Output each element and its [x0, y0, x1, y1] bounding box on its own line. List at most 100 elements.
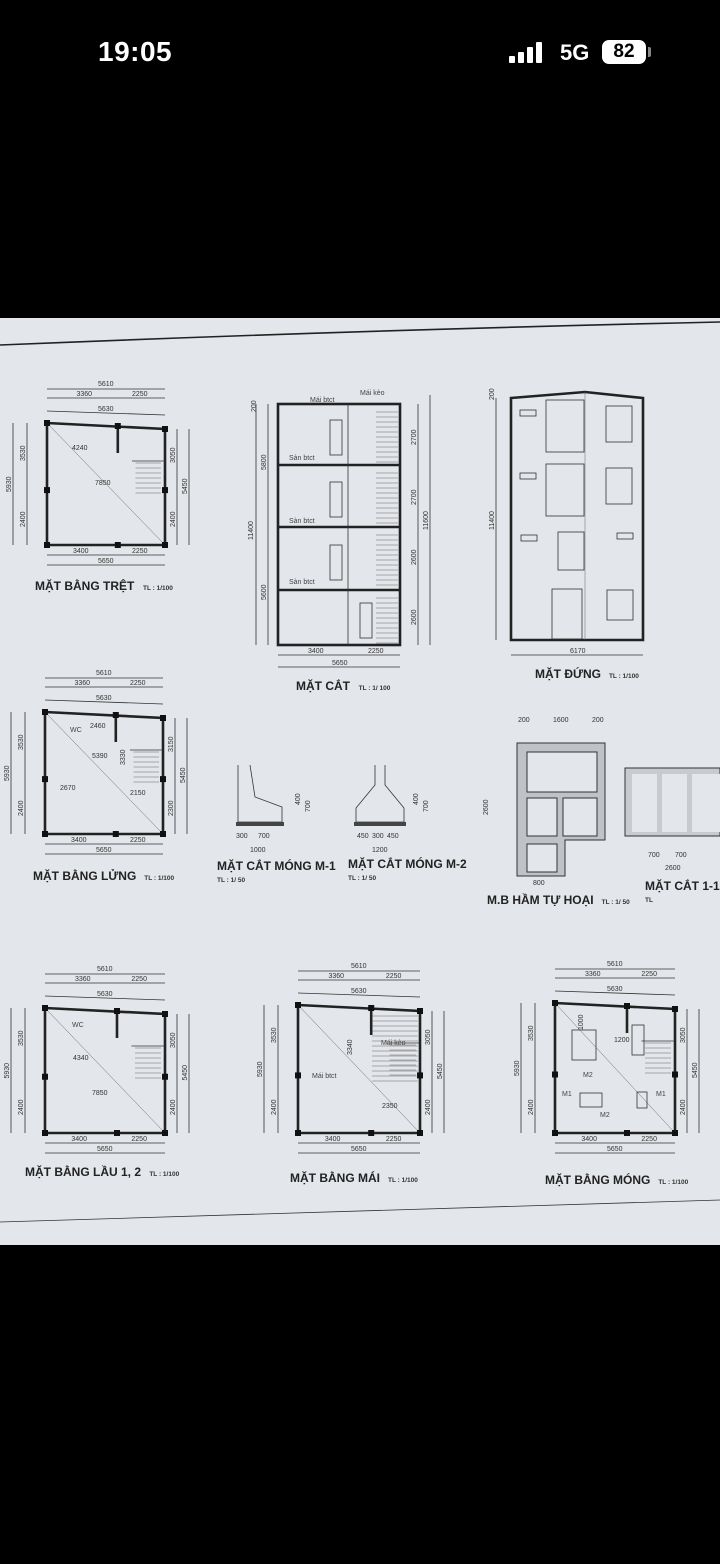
- footing-profile: [237, 764, 283, 823]
- chamber-3: [562, 797, 598, 837]
- dimension-label: 2400: [18, 1099, 25, 1115]
- drawing-title: MẶT ĐỨNG: [535, 666, 601, 681]
- dimension-label: 5930: [4, 1063, 11, 1079]
- footing-m1: [636, 1091, 648, 1109]
- dimension-label: 3400: [71, 837, 87, 844]
- dimension-label: 5630: [96, 695, 112, 702]
- column: [114, 1008, 120, 1014]
- dimension-label: 5610: [351, 963, 367, 970]
- dimension-label: 1200: [614, 1037, 630, 1044]
- column: [42, 831, 48, 837]
- dimension-label: 2700: [411, 429, 418, 445]
- dimension-label: 5630: [607, 986, 623, 993]
- column: [672, 1071, 678, 1078]
- column: [552, 1071, 558, 1078]
- drawing-title: MẶT CẮT: [296, 678, 351, 693]
- column: [672, 1130, 678, 1136]
- footing-m1-title: MẶT CẮT MÓNG M-1TL : 1/ 50: [217, 858, 336, 884]
- dimension-label: 5930: [514, 1060, 521, 1076]
- column: [160, 715, 166, 721]
- line: [46, 410, 166, 416]
- battery-icon: 82: [602, 40, 646, 64]
- column: [42, 709, 48, 715]
- line: [554, 990, 676, 996]
- section-1-1-title: MẶT CẮT 1-1TL: [645, 878, 720, 904]
- dimension-label: 2600: [411, 609, 418, 625]
- dimension-label: 2400: [271, 1099, 278, 1115]
- dimension-label: 5450: [182, 1065, 189, 1081]
- dimension-label: 11400: [489, 511, 496, 530]
- dimension-label: 2250: [368, 648, 384, 655]
- dimension-label: 5610: [98, 381, 114, 388]
- dimension-label: 5930: [257, 1061, 264, 1077]
- slab-label: Sàn btct: [289, 518, 315, 525]
- dimension-label: 300: [236, 833, 248, 840]
- column: [162, 487, 168, 494]
- dimension-label: 2600: [483, 799, 490, 815]
- slab-label: Sàn btct: [289, 579, 315, 586]
- line: [297, 1004, 421, 1134]
- dimension-label: 3360: [585, 971, 601, 978]
- scale-label: TL : 1/100: [658, 1179, 688, 1186]
- dimension-label: 4340: [73, 1055, 89, 1062]
- column: [42, 776, 48, 783]
- dimension-label: 450: [387, 833, 399, 840]
- dimension-label: 2400: [18, 800, 25, 816]
- upper-plan-title: MẶT BẰNG LẦU 1, 2 TL : 1/100: [25, 1164, 180, 1179]
- dimension-label: 11600: [423, 511, 430, 530]
- dimension-label: 3400: [581, 1136, 597, 1143]
- window: [605, 405, 633, 443]
- footing-m1: [631, 1024, 645, 1056]
- door: [359, 602, 373, 639]
- drawing-title: MẶT BẰNG LẦU 1, 2: [25, 1164, 141, 1179]
- dimension-label: 5650: [332, 660, 348, 667]
- paper-sheet: [0, 318, 720, 1245]
- dimension-label: 2350: [382, 1103, 398, 1110]
- footing-m2-title: MẶT CẮT MÓNG M-2TL : 1/ 50: [348, 856, 467, 882]
- drawing-title: MẶT CẮT MÓNG M-2: [348, 856, 467, 871]
- dimension-label: 5450: [692, 1062, 699, 1078]
- column: [42, 1005, 48, 1011]
- dimension-label: 2600: [411, 549, 418, 565]
- dimension-label: 5390: [92, 753, 108, 760]
- dimension-label: 5610: [97, 966, 113, 973]
- footing-m2: [571, 1029, 597, 1061]
- footing-label-m1: M1: [656, 1091, 666, 1098]
- dimension-label: 3050: [680, 1027, 687, 1043]
- column: [295, 1002, 301, 1008]
- balcony: [545, 463, 585, 517]
- dimension-label: 1200: [372, 847, 388, 854]
- dimension-label: 300: [372, 833, 384, 840]
- roof-truss-label: Mái kèo: [360, 390, 385, 397]
- scale-label: TL : 1/ 50: [602, 899, 630, 906]
- column: [42, 1073, 48, 1080]
- dimension-label: 1000: [578, 1014, 585, 1030]
- dimension-label: 1000: [250, 847, 266, 854]
- scale-label: TL : 1/ 100: [359, 685, 391, 692]
- dimension-label: 700: [423, 800, 430, 812]
- scale-label: TL: [645, 897, 653, 904]
- dimension-label: 2400: [20, 511, 27, 527]
- column: [114, 423, 121, 429]
- line: [44, 1007, 166, 1134]
- dimension-label: 1600: [553, 717, 569, 724]
- dimension-label: 700: [305, 800, 312, 812]
- dimension-label: 5630: [97, 991, 113, 998]
- dimension-label: 2250: [132, 548, 148, 555]
- footing-label-m2: M2: [600, 1112, 610, 1119]
- dimension-label: 2670: [60, 785, 76, 792]
- roof-truss-label: Mái kèo: [381, 1040, 406, 1047]
- dimension-label: 400: [413, 793, 420, 805]
- dimension-label: 2400: [170, 511, 177, 527]
- dimension-label: 700: [675, 852, 687, 859]
- scale-label: TL : 1/100: [144, 875, 174, 882]
- dimension-label: 5650: [96, 847, 112, 854]
- chamber: [692, 774, 720, 832]
- dimension-label: 5650: [97, 1146, 113, 1153]
- scale-label: TL : 1/100: [149, 1171, 179, 1178]
- dimension-label: 5650: [607, 1146, 623, 1153]
- scale-label: TL : 1/ 50: [217, 877, 245, 884]
- dimension-label: 2700: [411, 489, 418, 505]
- door: [329, 419, 343, 456]
